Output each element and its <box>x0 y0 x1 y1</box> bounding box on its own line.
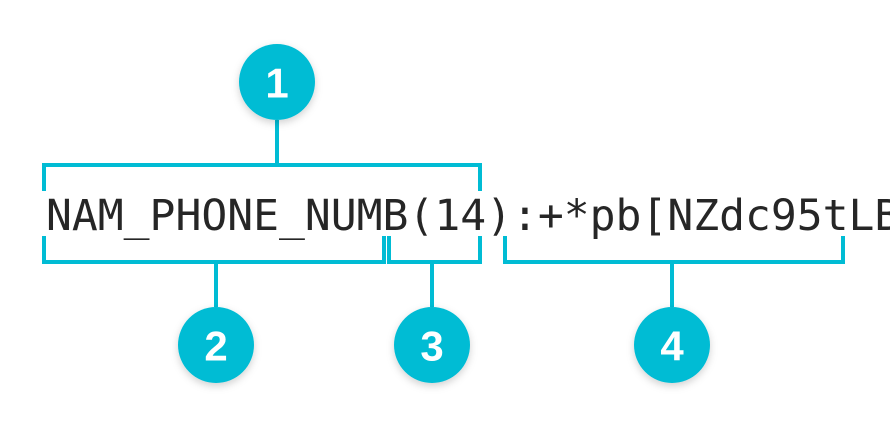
badge-circle-4[interactable] <box>634 307 710 383</box>
annotated-code-string: NAM_PHONE_NUMB(14):+*pb[NZdc95tLB <box>46 191 890 241</box>
badge-circle-1[interactable] <box>239 44 315 120</box>
callout-4-group: 4 <box>503 236 845 383</box>
bracket-3 <box>387 236 482 264</box>
badge-label-2: 2 <box>204 323 227 370</box>
badge-label-4: 4 <box>660 323 684 370</box>
badge-label-1: 1 <box>265 60 288 107</box>
badge-circle-3[interactable] <box>394 307 470 383</box>
badge-circle-2[interactable] <box>178 307 254 383</box>
callout-2-group: 2 <box>42 236 386 383</box>
bracket-1 <box>42 163 482 191</box>
badge-label-3: 3 <box>420 323 443 370</box>
callout-1-group: 1 <box>42 44 482 191</box>
callout-3-group: 3 <box>387 236 482 383</box>
